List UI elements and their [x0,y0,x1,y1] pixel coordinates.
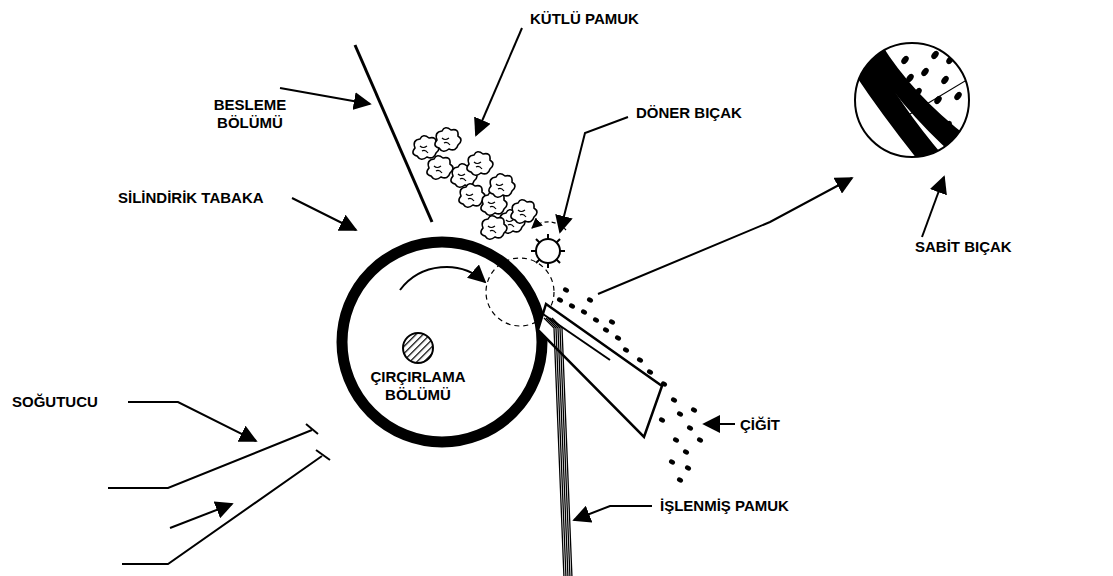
lint-strand [544,318,572,576]
feed-plate [355,45,432,222]
rotation-arrow [400,267,485,290]
part-label: İŞLENMİŞ PAMUK [660,497,789,515]
part-label: ÇIRÇIRLAMA BÖLÜMÜ [368,368,468,404]
seed-cotton [413,128,537,240]
part-label: SİLİNDİRİK TABAKA [118,189,264,207]
seed-dots [556,286,704,483]
part-label: SABİT BIÇAK [915,238,1012,256]
shaft [403,333,433,363]
part-label: KÜTLÜ PAMUK [530,10,639,28]
cooler-duct [108,424,330,564]
leader-arrows [128,28,944,520]
part-label: DÖNER BIÇAK [636,104,742,122]
roller-cylinder [342,242,542,442]
part-label: ÇİĞİT [740,416,780,434]
part-label: BESLEME BÖLÜMÜ [195,96,305,132]
part-label: SOĞUTUCU [12,393,98,411]
detail-inset [852,42,985,175]
